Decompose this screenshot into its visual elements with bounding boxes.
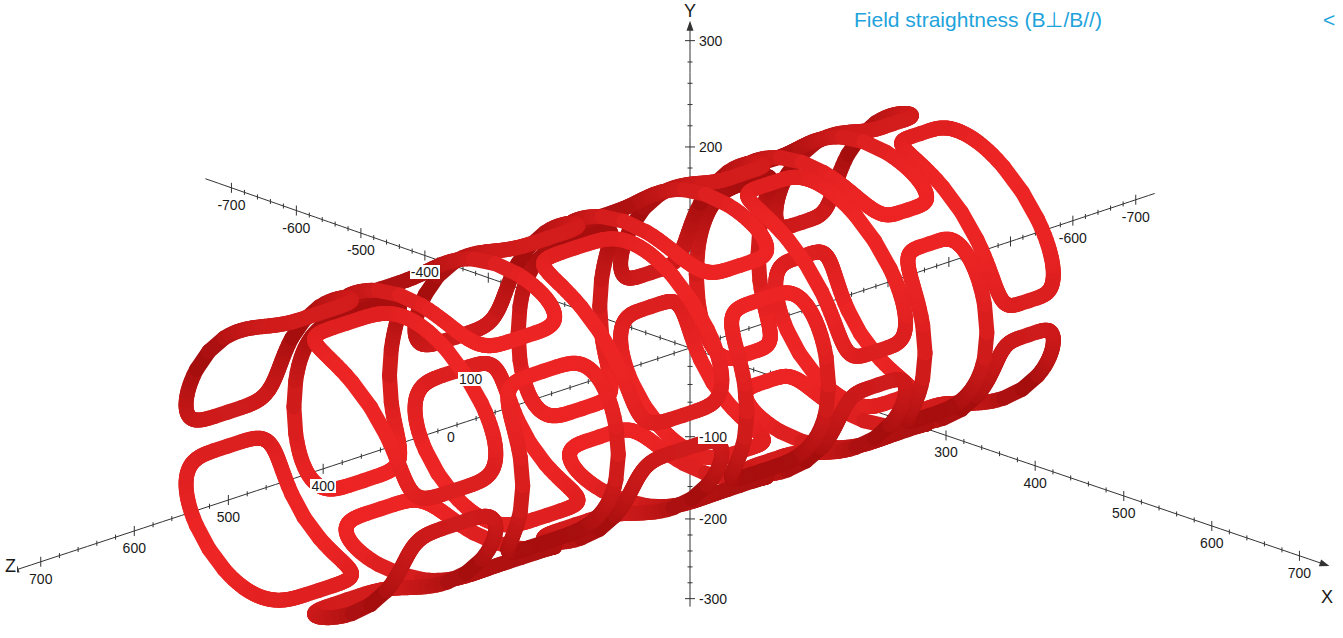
render-stage: Field straightness (B⊥/B//)<Y300200-100-… (0, 0, 1343, 638)
